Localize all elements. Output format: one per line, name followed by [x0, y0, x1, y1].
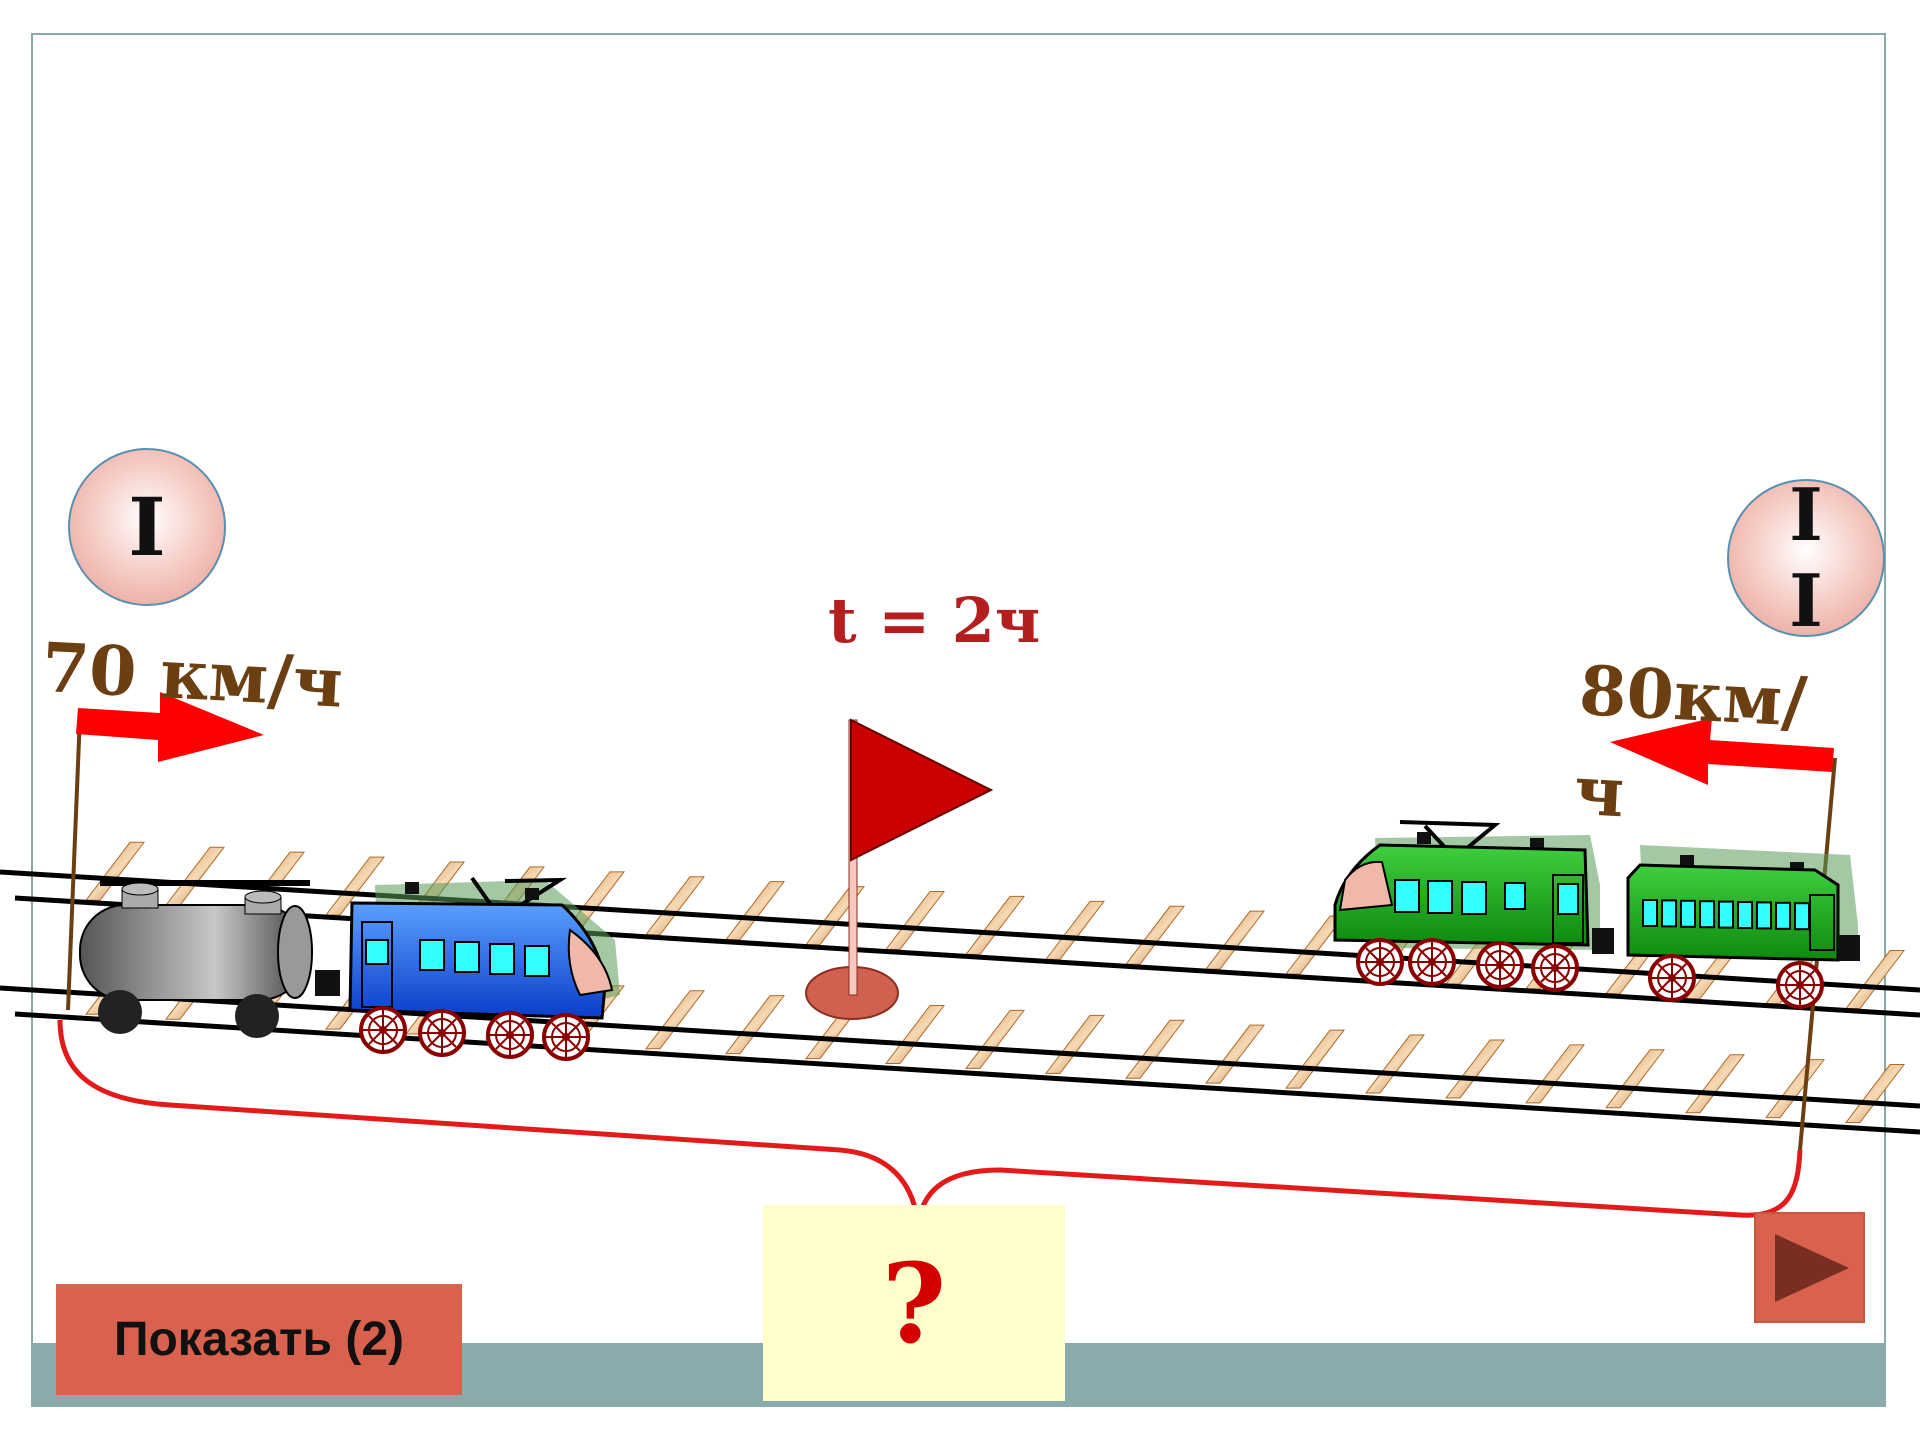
- railway-tie: [965, 1009, 1025, 1069]
- meeting-point-flag: [805, 718, 994, 1020]
- carriage-window: [1642, 899, 1658, 927]
- train1-number: I: [128, 480, 166, 574]
- railway-tie: [1125, 1019, 1185, 1079]
- train1-number-badge: I: [68, 448, 226, 606]
- railway-tie: [1125, 905, 1185, 965]
- railway-tie: [1445, 1039, 1505, 1099]
- distance-brace: [57, 1019, 1803, 1226]
- train2-locomotive: [1333, 820, 1614, 992]
- railway-tie: [1765, 1059, 1825, 1119]
- railway-tie: [645, 990, 705, 1050]
- train1-locomotive: [348, 876, 620, 1061]
- train1-speed-label: 70 км/ч: [39, 628, 345, 724]
- carriage-window: [1794, 902, 1810, 931]
- carriage-window: [1661, 899, 1677, 928]
- time-label: t = 2ч: [828, 584, 1041, 657]
- railway-tie: [1605, 1049, 1665, 1109]
- train2-number-line1: I: [1789, 472, 1823, 557]
- tank-car: [79, 880, 340, 1038]
- railway-tie: [1045, 1014, 1105, 1074]
- railway-tie: [1285, 1029, 1345, 1089]
- train2-carriage: [1626, 845, 1860, 1009]
- carriage-window: [1737, 901, 1753, 929]
- railway-tie: [1045, 900, 1105, 960]
- train2-speed-label: 80км/ч: [1572, 650, 1809, 834]
- upper-track: [0, 841, 1920, 1018]
- next-slide-button[interactable]: [1754, 1212, 1865, 1323]
- lower-track: [0, 955, 1920, 1135]
- railway-tie: [965, 895, 1025, 955]
- railway-tie: [645, 876, 705, 936]
- train2-number-line2: I: [1789, 558, 1823, 643]
- carriage-window: [1718, 900, 1734, 929]
- railway-tie: [725, 881, 785, 941]
- railway-tie: [885, 891, 945, 951]
- show-answer-button[interactable]: Показать (2): [56, 1284, 462, 1395]
- carriage-window: [1680, 899, 1696, 928]
- train1-direction-arrow: [66, 692, 264, 1011]
- railway-tie: [1365, 1034, 1425, 1094]
- railway-tie: [1845, 1064, 1905, 1124]
- answer-box[interactable]: ?: [763, 1205, 1065, 1401]
- railway-tie: [1685, 1054, 1745, 1114]
- railway-tie: [1525, 1044, 1585, 1104]
- railway-tie: [1205, 910, 1265, 970]
- train2-number-badge: I I: [1727, 472, 1885, 643]
- railway-tie: [165, 846, 225, 906]
- carriage-window: [1756, 901, 1772, 930]
- answer-placeholder: ?: [881, 1238, 947, 1368]
- carriage-window: [1699, 900, 1715, 929]
- carriage-window: [1775, 901, 1791, 930]
- railway-tie: [885, 1005, 945, 1065]
- railway-tie: [1205, 1024, 1265, 1084]
- play-triangle-icon: [1774, 1233, 1849, 1302]
- railway-tie: [725, 995, 785, 1055]
